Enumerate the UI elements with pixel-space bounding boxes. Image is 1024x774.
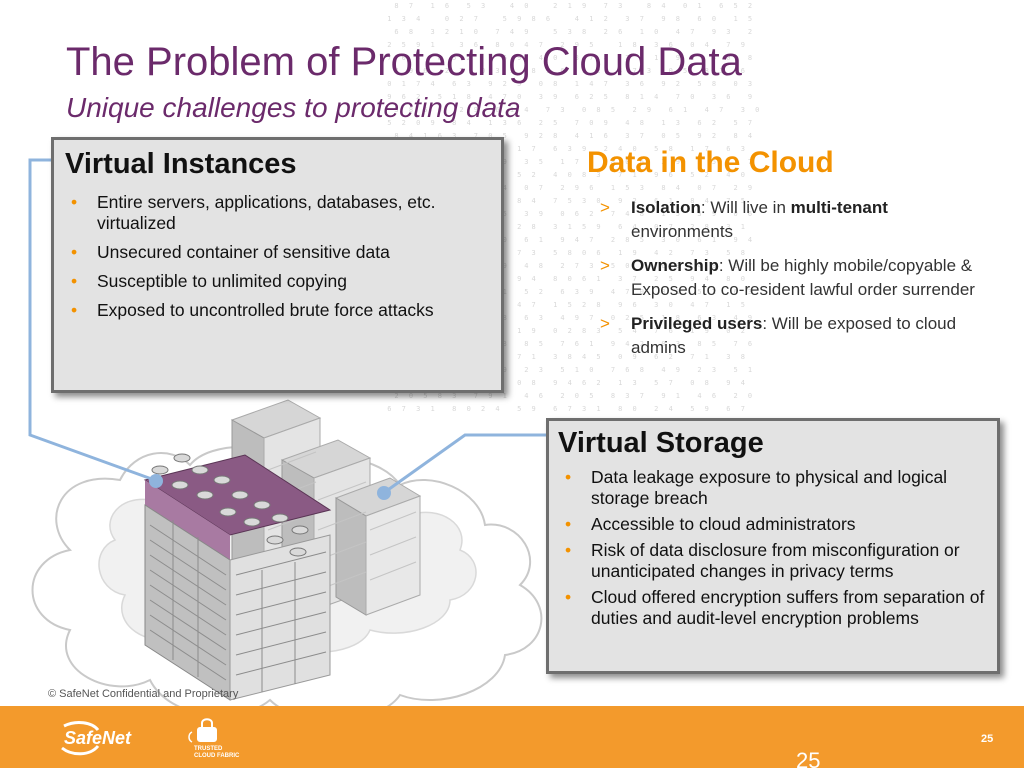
list-item: >Privileged users: Will be exposed to cl… <box>600 314 957 357</box>
logo-text: SafeNet <box>64 728 132 748</box>
bullet-icon: • <box>565 540 572 560</box>
list-item: •Exposed to uncontrolled brute force att… <box>71 300 434 320</box>
page-number: 25 <box>981 733 994 745</box>
connector-dot-left <box>149 474 163 488</box>
data-in-cloud-heading: Data in the Cloud <box>587 146 834 179</box>
bullet-icon: • <box>565 587 572 607</box>
footer-bar <box>0 706 1024 768</box>
storage-rack-icon <box>143 453 332 701</box>
trusted-cloud-fabric-badge: TRUSTED CLOUD FABRIC <box>188 718 240 759</box>
list-item: •Data leakage exposure to physical and l… <box>565 467 948 508</box>
safenet-logo-icon: SafeNet <box>61 721 132 756</box>
list-item: •Entire servers, applications, databases… <box>71 192 436 233</box>
virtual-instances-list: •Entire servers, applications, databases… <box>62 192 497 329</box>
list-item: >Isolation: Will live in multi-tenant en… <box>600 198 888 241</box>
list-item: •Unsecured container of sensitive data <box>71 242 390 262</box>
virtual-storage-list: •Data leakage exposure to physical and l… <box>556 467 996 634</box>
virtual-instances-box: Virtual Instances •Entire servers, appli… <box>51 137 504 393</box>
bullet-icon: • <box>71 300 78 320</box>
slide-title: The Problem of Protecting Cloud Data <box>66 40 742 84</box>
list-item: •Susceptible to unlimited copying <box>71 271 348 291</box>
data-in-cloud-list: >Isolation: Will live in multi-tenant en… <box>600 196 980 370</box>
slide-subtitle: Unique challenges to protecting data <box>66 92 521 123</box>
list-item: •Accessible to cloud administrators <box>565 514 856 534</box>
chevron-right-icon: > <box>600 314 610 333</box>
bullet-icon: • <box>565 467 572 487</box>
svg-text:TRUSTED: TRUSTED <box>194 746 223 752</box>
svg-text:CLOUD FABRIC: CLOUD FABRIC <box>194 753 240 759</box>
virtual-storage-box: Virtual Storage •Data leakage exposure t… <box>546 418 1000 674</box>
list-item: •Risk of data disclosure from misconfigu… <box>565 540 960 581</box>
page-number-large: 25 <box>796 748 821 773</box>
list-item: >Ownership: Will be highly mobile/copyab… <box>600 256 975 299</box>
lock-icon <box>197 718 217 742</box>
virtual-instances-heading: Virtual Instances <box>65 148 297 180</box>
chevron-right-icon: > <box>600 198 610 217</box>
bullet-icon: • <box>565 514 572 534</box>
bullet-icon: • <box>71 192 78 212</box>
bullet-icon: • <box>71 271 78 291</box>
connector-dot-right <box>377 486 391 500</box>
confidential-notice: © SafeNet Confidential and Proprietary <box>48 688 239 700</box>
virtual-storage-heading: Virtual Storage <box>558 427 764 459</box>
connector-lines <box>28 158 546 494</box>
list-item: •Cloud offered encryption suffers from s… <box>565 587 985 628</box>
chevron-right-icon: > <box>600 256 610 275</box>
bullet-icon: • <box>71 242 78 262</box>
